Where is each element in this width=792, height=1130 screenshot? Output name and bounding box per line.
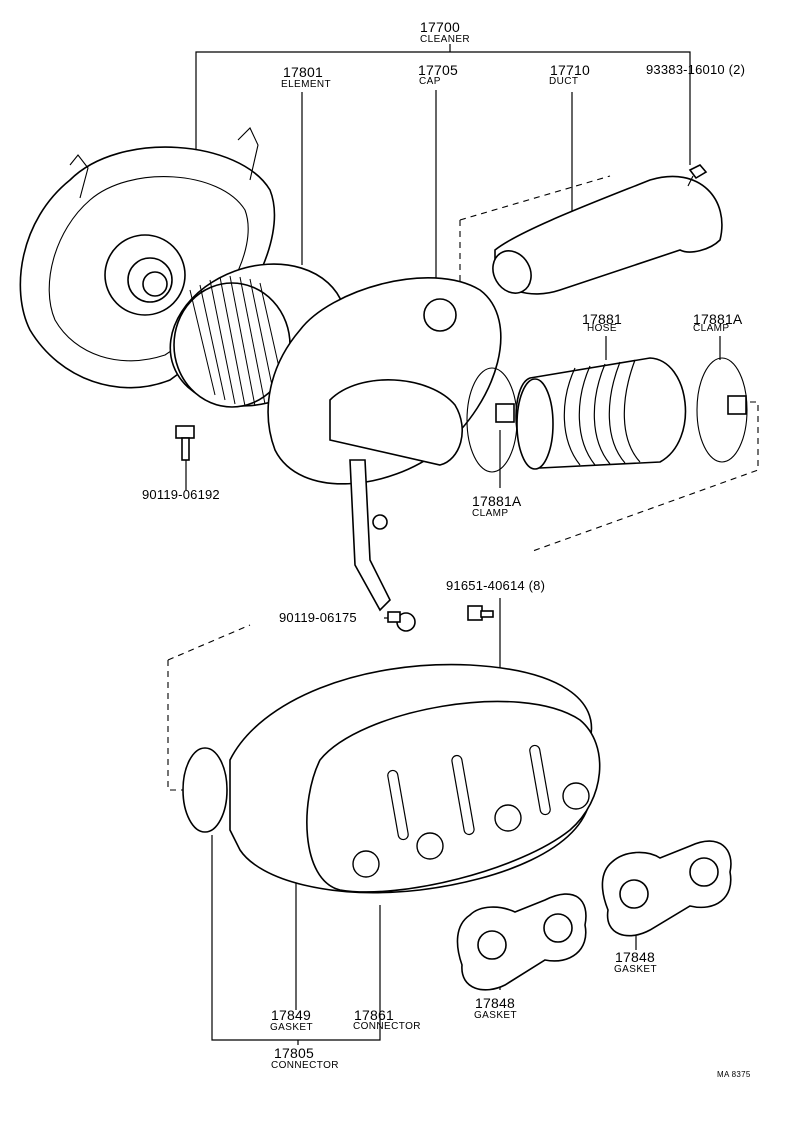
gasket-right-part-number: 17848 bbox=[615, 949, 655, 965]
duct-part-number: 17710 bbox=[550, 62, 590, 78]
connector-17805-part-number: 17805 bbox=[274, 1045, 314, 1061]
cleaner-part-name: CLEANER bbox=[420, 34, 471, 45]
connector-17861-part-number: 17861 bbox=[354, 1007, 394, 1023]
cleaner-part-number: 17700 bbox=[420, 19, 460, 35]
bolts bbox=[175, 164, 708, 632]
gasket-17849-part-name: GASKET bbox=[270, 1022, 313, 1033]
duct bbox=[492, 175, 723, 295]
cleaner-cap bbox=[267, 277, 502, 612]
gasket-right-part-name: GASKET bbox=[614, 964, 657, 975]
element-part-name: ELEMENT bbox=[281, 79, 332, 90]
hose-part-number: 17881 bbox=[582, 311, 622, 327]
lower-connector bbox=[182, 663, 601, 894]
nut-manifold-icon bbox=[467, 605, 494, 621]
bolt-duct-part-number: 93383-16010 (2) bbox=[646, 62, 746, 77]
leader-lines bbox=[185, 44, 721, 1045]
gasket-mid-part-name: GASKET bbox=[474, 1010, 517, 1021]
duct-part-name: DUCT bbox=[549, 76, 579, 87]
bolt-bracket-icon bbox=[387, 611, 416, 632]
bolt-left-icon bbox=[175, 425, 195, 461]
hose-clamps bbox=[466, 357, 748, 473]
hose-part-name: HOSE bbox=[587, 323, 617, 334]
clamp-mid-part-name: CLAMP bbox=[472, 508, 509, 519]
gasket-mid-part-number: 17848 bbox=[475, 995, 515, 1011]
gaskets bbox=[456, 840, 732, 991]
gasket-17849-part-number: 17849 bbox=[271, 1007, 311, 1023]
reference-code: MA 8375 bbox=[717, 1070, 751, 1079]
clamp-mid-part-number: 17881A bbox=[472, 493, 522, 509]
cap-part-number: 17705 bbox=[418, 62, 458, 78]
cap-part-name: CAP bbox=[419, 76, 441, 87]
element-part-number: 17801 bbox=[283, 64, 323, 80]
connector-17805-part-name: CONNECTOR bbox=[271, 1060, 339, 1071]
hose bbox=[515, 357, 687, 470]
bolt-left-part-number: 90119-06192 bbox=[142, 487, 220, 502]
clamp-right-part-number: 17881A bbox=[693, 311, 743, 327]
bolt-bracket-part-number: 90119-06175 bbox=[279, 610, 357, 625]
clamp-right-part-name: CLAMP bbox=[693, 323, 730, 334]
bolt-duct-icon bbox=[687, 164, 708, 187]
nut-manifold-part-number: 91651-40614 (8) bbox=[446, 578, 546, 593]
connector-17861-part-name: CONNECTOR bbox=[353, 1021, 421, 1032]
